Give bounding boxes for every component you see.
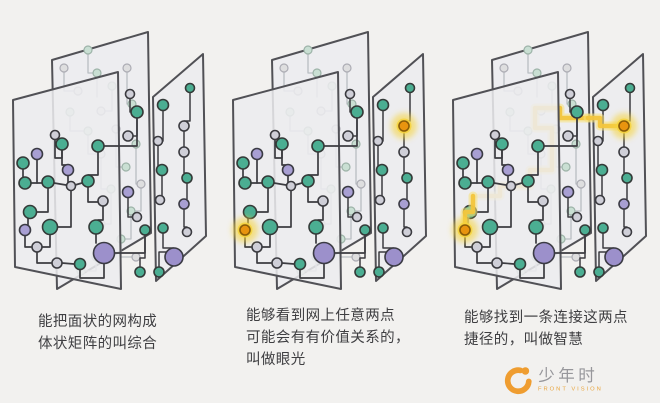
logo-text-block: 少年时 FRONT VISION xyxy=(538,367,650,394)
logo-swoosh xyxy=(505,367,532,395)
panel-wisdom: 能够找到一条连接这两点 捷径的，叫做智慧 xyxy=(440,0,660,403)
network-layers-art-wisdom xyxy=(452,31,647,290)
caption-vision: 能够看到网上任意两点 可能会有有价值关系的， 叫做眼光 xyxy=(246,305,440,371)
network-layers-art-synthesis xyxy=(12,31,207,290)
caption-synthesis: 能把面状的网构成 体状矩阵的叫综合 xyxy=(38,311,220,355)
panel-synthesis: 能把面状的网构成 体状矩阵的叫综合 xyxy=(0,0,220,403)
caption-line: 捷径的，叫做智慧 xyxy=(464,332,584,348)
panel-vision: 能够看到网上任意两点 可能会有有价值关系的， 叫做眼光 xyxy=(220,0,440,403)
caption-line: 可能会有有价值关系的， xyxy=(246,330,410,346)
logo-dot xyxy=(521,367,530,375)
figure-swoosh-icon xyxy=(505,367,532,395)
network-layers-art-vision xyxy=(232,31,427,290)
caption-line: 能够看到网上任意两点 xyxy=(246,308,395,324)
caption-wisdom: 能够找到一条连接这两点 捷径的，叫做智慧 xyxy=(464,307,660,351)
logo-subtitle: FRONT VISION xyxy=(538,386,604,393)
caption-line: 能够找到一条连接这两点 xyxy=(464,310,628,326)
caption-line: 体状矩阵的叫综合 xyxy=(38,336,158,352)
caption-line: 叫做眼光 xyxy=(246,352,306,368)
caption-line: 能把面状的网构成 xyxy=(38,314,158,330)
shaonianshi-logo: 少年时 FRONT VISION xyxy=(499,364,650,397)
logo-name: 少年时 xyxy=(538,367,599,385)
